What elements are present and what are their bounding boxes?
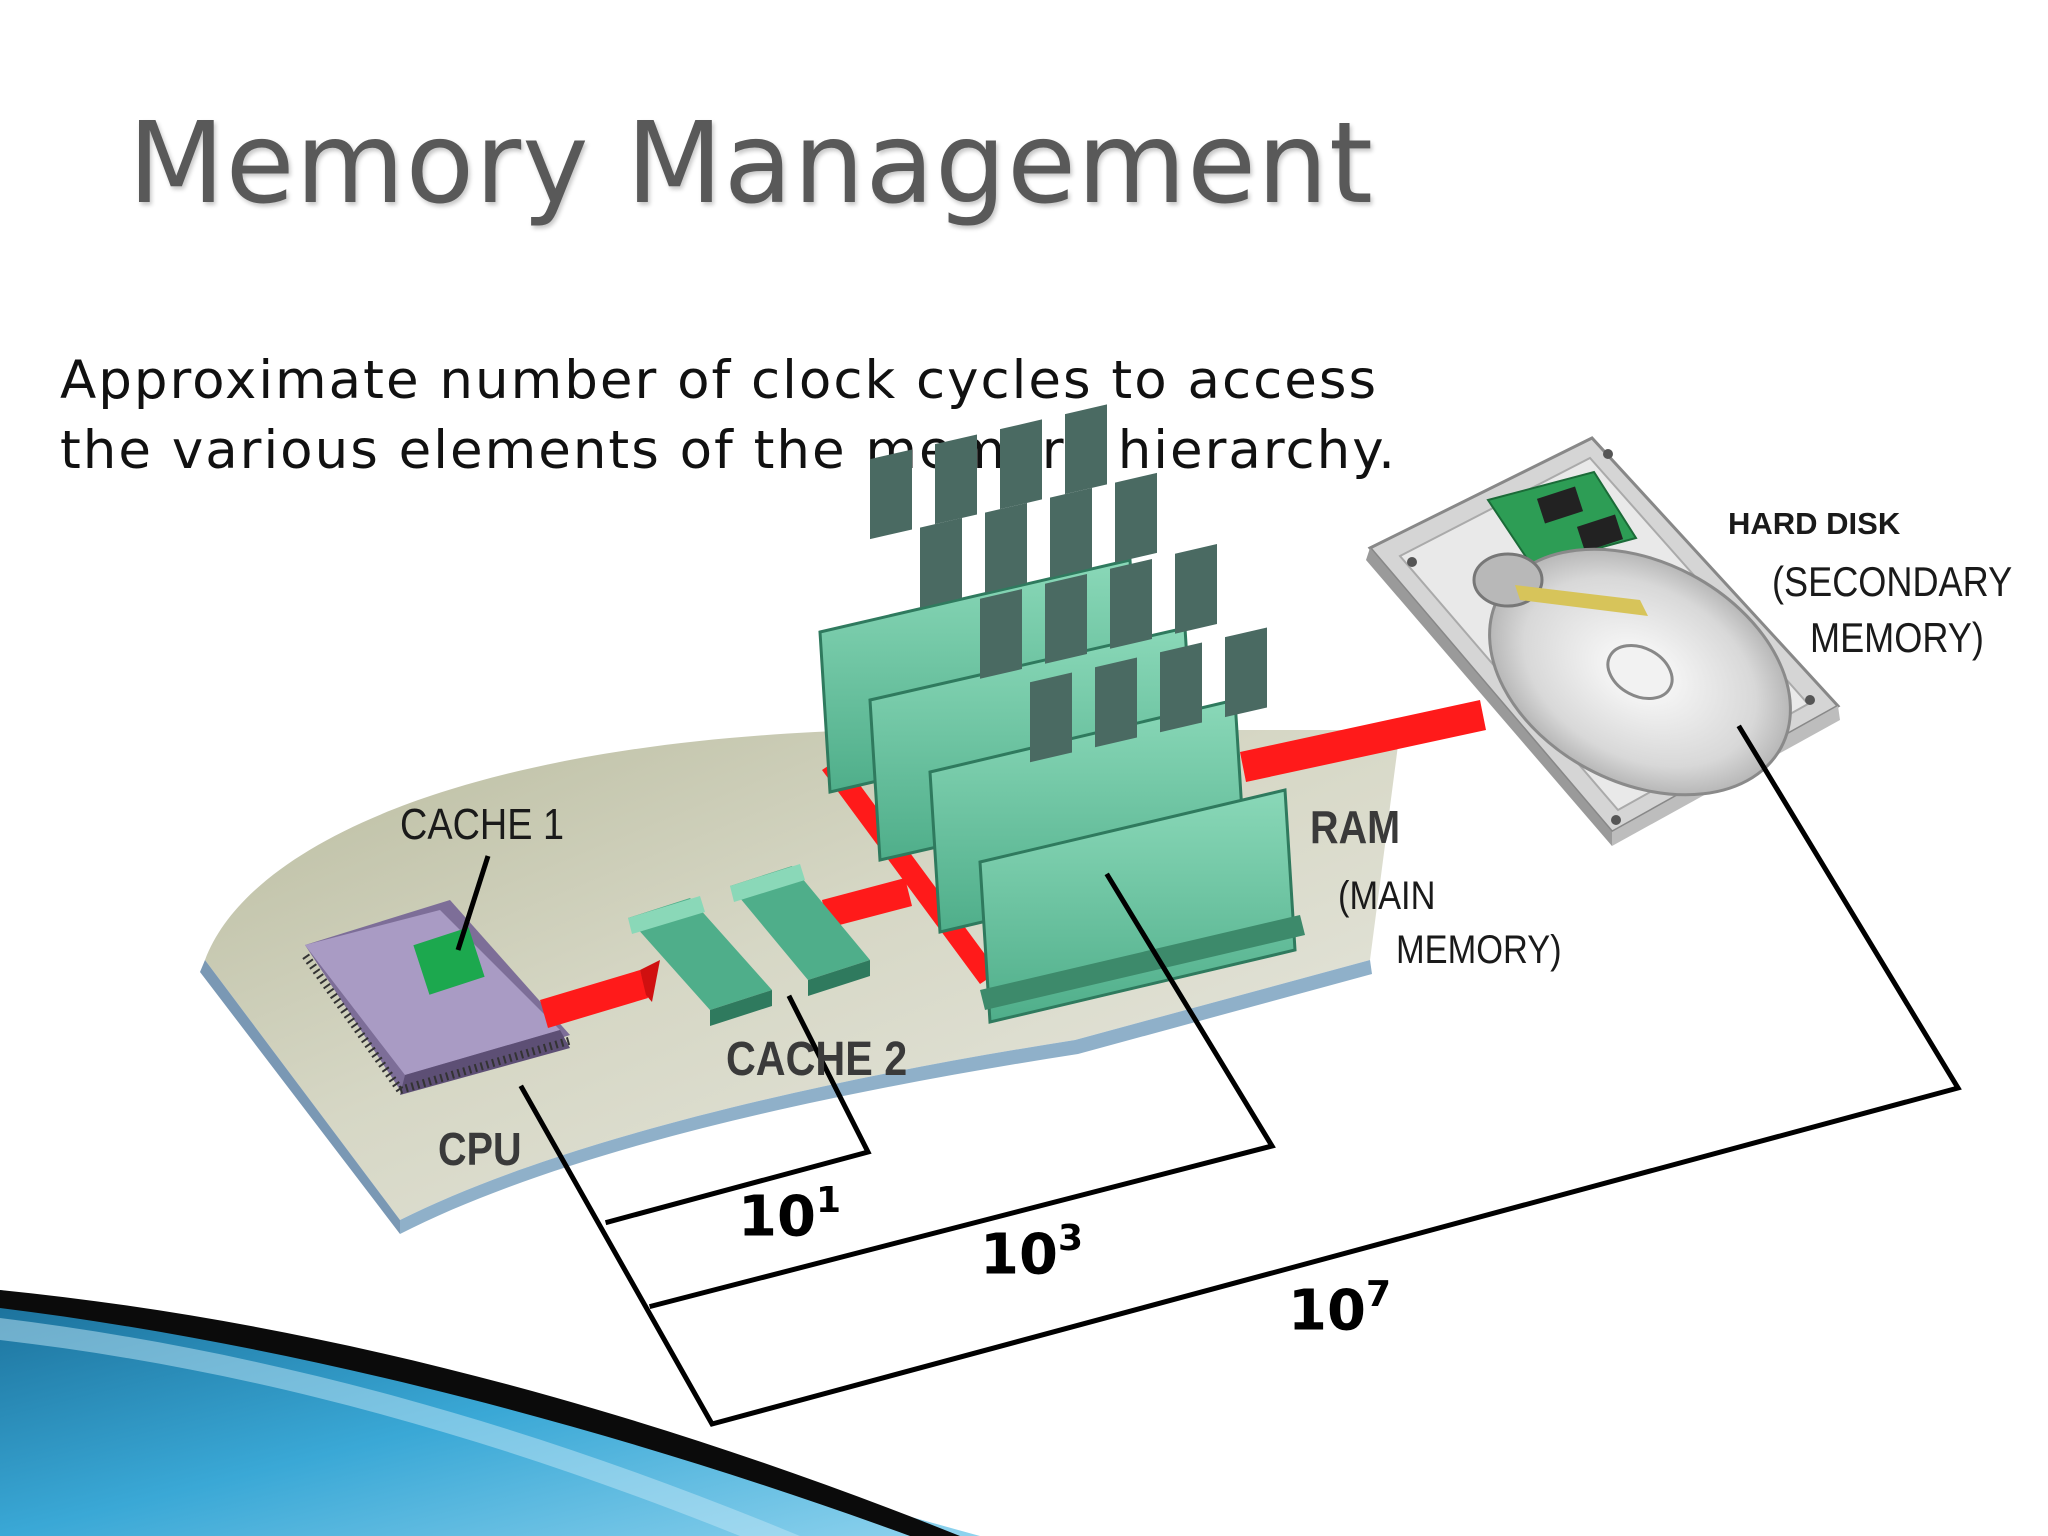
latency-ram-base: 10 bbox=[980, 1222, 1058, 1288]
latency-disk-base: 10 bbox=[1288, 1278, 1366, 1344]
cache2-label: CACHE 2 bbox=[726, 1033, 908, 1086]
cache1-square bbox=[413, 927, 485, 995]
slide-title: Memory Management bbox=[128, 99, 1374, 229]
cpu-label: CPU bbox=[438, 1123, 522, 1175]
latency-cache2: 101 bbox=[738, 1180, 841, 1250]
ram-stick-4 bbox=[978, 627, 1305, 1024]
secondary-memory-label-line2: MEMORY) bbox=[1810, 614, 1984, 661]
main-memory-label-line1: (MAIN bbox=[1338, 874, 1436, 918]
slide-subtitle: Approximate number of clock cycles to ac… bbox=[60, 350, 1397, 481]
latency-ram-exp: 3 bbox=[1057, 1218, 1083, 1259]
bracket-disk bbox=[518, 724, 1962, 1427]
corner-swoosh bbox=[0, 1290, 980, 1536]
hard-disk-label: HARD DISK bbox=[1728, 506, 1901, 541]
latency-cache2-base: 10 bbox=[738, 1184, 816, 1250]
latency-disk: 107 bbox=[1288, 1274, 1391, 1344]
latency-cache2-exp: 1 bbox=[815, 1180, 841, 1221]
bracket-ram bbox=[648, 872, 1276, 1310]
cache1-label: CACHE 1 bbox=[400, 800, 565, 849]
main-memory-label-line2: MEMORY) bbox=[1396, 928, 1562, 972]
cache1-pointer bbox=[455, 855, 491, 951]
cache2-module-a bbox=[628, 896, 772, 1026]
cache2-module-b bbox=[730, 864, 870, 996]
latency-brackets bbox=[518, 724, 1962, 1427]
ram-label: RAM bbox=[1310, 801, 1401, 853]
latency-disk-exp: 7 bbox=[1365, 1274, 1391, 1315]
secondary-memory-label-line1: (SECONDARY bbox=[1772, 558, 2013, 605]
bracket-cache2 bbox=[604, 994, 872, 1226]
latency-ram: 103 bbox=[980, 1218, 1083, 1288]
hard-disk bbox=[1366, 436, 1841, 846]
